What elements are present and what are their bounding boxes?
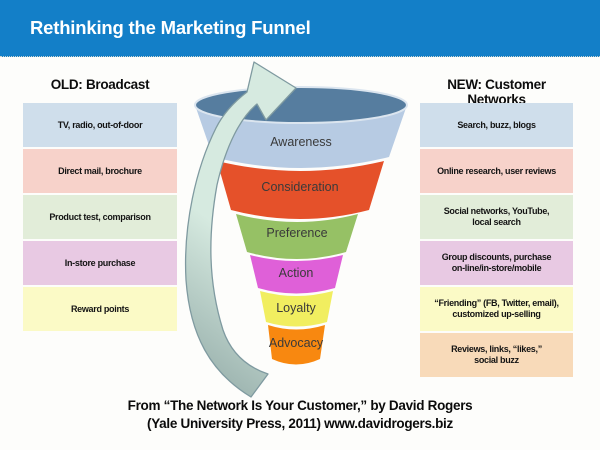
old-column-heading: OLD: Broadcast — [50, 77, 150, 92]
funnel-mouth — [194, 86, 408, 124]
funnel-label-awareness: Awareness — [270, 135, 332, 149]
funnel-band-preference — [236, 214, 358, 259]
footer-line-1: From “The Network Is Your Customer,” by … — [127, 398, 473, 413]
old-item: Direct mail, brochure — [23, 149, 177, 193]
old-item: TV, radio, out-of-door — [23, 103, 177, 147]
new-item: Social networks, YouTube, local search — [420, 195, 573, 239]
new-item: Group discounts, purchase on-line/in-sto… — [420, 241, 573, 285]
funnel-band-awareness — [195, 105, 407, 168]
new-item: Search, buzz, blogs — [420, 103, 573, 147]
new-column: Search, buzz, blogs Online research, use… — [420, 103, 573, 377]
funnel-band-action — [250, 255, 343, 294]
new-column-heading: NEW: Customer Networks — [447, 77, 546, 107]
funnel-label-preference: Preference — [266, 226, 327, 240]
page-title: Rethinking the Marketing Funnel — [30, 17, 311, 38]
footer-caption: From “The Network Is Your Customer,” by … — [0, 397, 600, 432]
new-item: “Friending” (FB, Twitter, email), custom… — [420, 287, 573, 331]
funnel-band-advocacy — [268, 325, 325, 365]
old-column: TV, radio, out-of-door Direct mail, broc… — [23, 103, 177, 331]
footer-line-2: (Yale University Press, 2011) www.davidr… — [147, 415, 453, 431]
funnel-label-advocacy: Advocacy — [269, 336, 324, 350]
funnel-label-loyalty: Loyalty — [276, 301, 316, 315]
funnel-band-loyalty — [260, 291, 333, 327]
swoosh-arrow-icon — [184, 61, 297, 398]
funnel-label-consideration: Consideration — [261, 180, 338, 194]
funnel-band-consideration — [217, 161, 384, 219]
old-item: Product test, comparison — [23, 195, 177, 239]
new-item: Reviews, links, “likes,” social buzz — [420, 333, 573, 377]
new-item: Online research, user reviews — [420, 149, 573, 193]
old-item: In-store purchase — [23, 241, 177, 285]
header-bar: Rethinking the Marketing Funnel — [0, 0, 600, 57]
old-item: Reward points — [23, 287, 177, 331]
funnel-label-action: Action — [279, 266, 314, 280]
